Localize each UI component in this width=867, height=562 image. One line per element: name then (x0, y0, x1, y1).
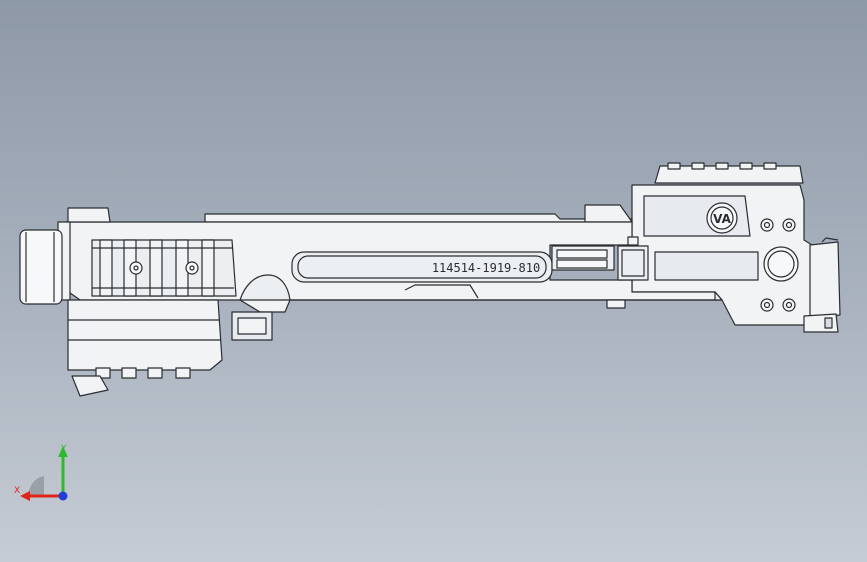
ejection-window (239, 274, 291, 301)
rear-lower-panel (654, 251, 759, 281)
front-shroud (67, 207, 111, 223)
coordinate-triad: Y X (10, 440, 80, 510)
y-axis-label: Y (60, 444, 67, 454)
rear-top-rail (654, 162, 804, 184)
va-logo: VA (706, 202, 738, 234)
muzzle-device (19, 229, 63, 305)
side-rail (91, 239, 237, 297)
lower-track (289, 291, 723, 301)
trigger-guard-hook (71, 375, 109, 397)
lower-rail-teeth (95, 367, 191, 379)
mag-latch (231, 311, 273, 341)
rear-screws (760, 218, 796, 312)
engraving-plate: 114514-1919-810 (291, 251, 553, 283)
triad-graphic: Y X (14, 444, 68, 501)
lower-front-block (67, 299, 223, 371)
serial-engraving: 114514-1919-810 (432, 261, 540, 275)
x-axis-label: X (14, 486, 20, 496)
charging-slot (551, 236, 649, 281)
stock-stub (809, 241, 841, 319)
logo-text: VA (713, 212, 731, 226)
sling-mount (803, 313, 839, 333)
stock-pivot (763, 246, 799, 282)
upper-spine (204, 213, 633, 223)
